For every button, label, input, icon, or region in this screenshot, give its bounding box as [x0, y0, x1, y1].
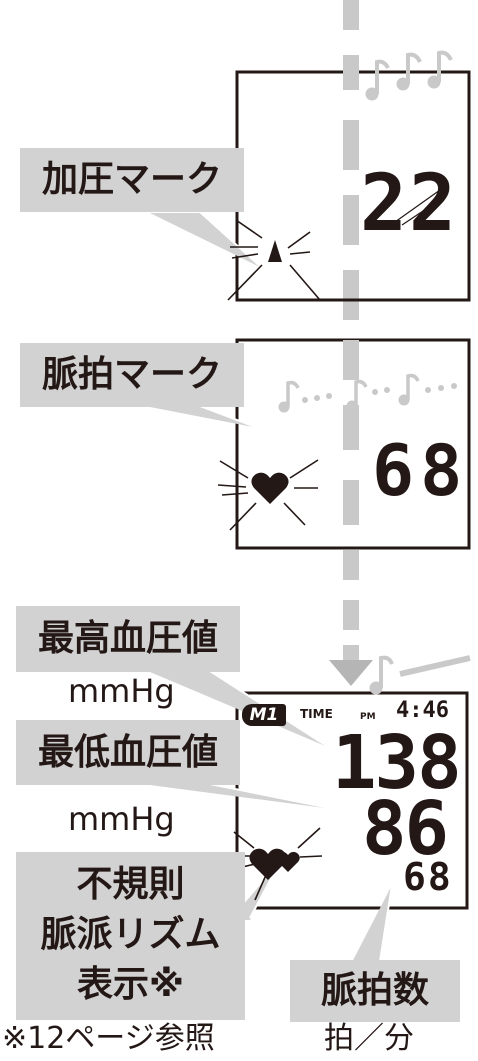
display-glare	[394, 189, 448, 226]
pressurize-mark-label: 加圧マーク	[20, 148, 244, 212]
memory-badge-label: M1	[249, 705, 279, 725]
diastolic-label: 最低血圧値	[16, 720, 240, 785]
beep-note-icon	[369, 655, 471, 695]
irregular-label-line-3: 表示※	[77, 964, 184, 1005]
diastolic-unit: mmHg	[68, 800, 175, 838]
time-label: TIME	[300, 707, 333, 721]
screen-frame-result	[235, 691, 469, 910]
pulse-notes-icon	[278, 373, 457, 413]
systolic-display-value: 138	[332, 720, 462, 806]
memory-badge: M1	[242, 704, 286, 726]
pulse-rate-unit: 拍／分	[324, 1021, 414, 1056]
pressurize-sparkle	[227, 219, 321, 301]
pulse-mark-label: 脈拍マーク	[20, 343, 244, 407]
systolic-unit: mmHg	[68, 672, 175, 710]
systolic-label: 最高血圧値	[16, 606, 240, 672]
pulse-rate-label: 脈拍数	[290, 960, 460, 1022]
pressurize-display-value: 22	[360, 159, 458, 249]
clock-display: 4:46	[396, 698, 449, 723]
footnote-text: ※12ページ参照	[2, 1021, 215, 1056]
music-notes-icon	[365, 50, 453, 101]
diastolic-display-value: 86	[362, 786, 449, 872]
pulse-rate-display-value: 68	[403, 855, 453, 899]
heart-sparkle	[217, 459, 319, 531]
pulse-display-value: 68	[372, 430, 469, 512]
dashed-guide-line	[343, 0, 359, 665]
double-heart-icon	[249, 848, 300, 880]
irregular-label-line-2: 脈派リズム	[40, 914, 221, 955]
ampm-label: PM	[360, 712, 376, 722]
irregular-label-line-1: 不規則	[76, 864, 185, 905]
heart-icon	[251, 472, 289, 504]
irregular-pulse-label: 不規則 脈派リズム 表示※	[16, 852, 245, 1020]
pressurize-arrow-icon	[268, 240, 282, 262]
down-arrow-icon	[329, 660, 373, 686]
